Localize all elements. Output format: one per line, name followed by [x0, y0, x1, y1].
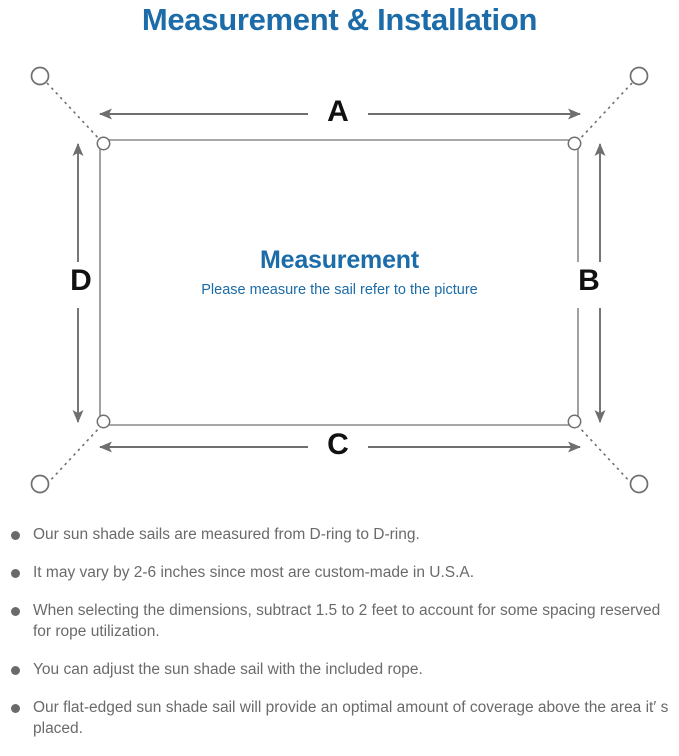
note-text: You can adjust the sun shade sail with t…: [33, 661, 423, 678]
d-ring-top-right: [567, 136, 582, 151]
anchor-post-top-left: [30, 66, 50, 86]
bullet-icon: [11, 531, 20, 540]
note-text: It may vary by 2-6 inches since most are…: [33, 564, 475, 581]
rope-bottom-right: [577, 425, 633, 485]
sail-center-subtitle: Please measure the sail refer to the pic…: [201, 282, 478, 298]
bullet-icon: [11, 704, 20, 713]
dimension-label-a: A: [308, 97, 368, 131]
notes-list: Our sun shade sails are measured from D-…: [0, 524, 679, 756]
page-root: Measurement & Installation: [0, 2, 679, 737]
list-item: It may vary by 2-6 inches since most are…: [0, 562, 679, 583]
rope-top-right: [577, 82, 633, 142]
page-title: Measurement & Installation: [141, 2, 538, 37]
list-item: When selecting the dimensions, subtract …: [0, 600, 679, 642]
d-ring-top-left: [96, 136, 111, 151]
note-text: Our sun shade sails are measured from D-…: [33, 526, 420, 543]
anchor-post-bottom-right: [629, 474, 649, 494]
anchor-post-top-right: [629, 66, 649, 86]
d-ring-bottom-left: [96, 414, 111, 429]
bullet-icon: [11, 666, 20, 675]
anchor-posts: [30, 66, 649, 494]
note-text: Our flat-edged sun shade sail will provi…: [33, 699, 669, 737]
measurement-diagram: Measurement Please measure the sail refe…: [0, 40, 679, 520]
rope-top-left: [46, 82, 102, 142]
list-item: Our flat-edged sun shade sail will provi…: [0, 697, 679, 739]
d-rings: [96, 136, 582, 429]
dimension-label-d: D: [64, 262, 98, 308]
dimension-label-c: C: [308, 430, 368, 464]
list-item: You can adjust the sun shade sail with t…: [0, 659, 679, 680]
anchor-post-bottom-left: [30, 474, 50, 494]
d-ring-bottom-right: [567, 414, 582, 429]
note-text: When selecting the dimensions, subtract …: [33, 602, 661, 640]
bullet-icon: [11, 607, 20, 616]
dimension-label-b: B: [572, 262, 606, 308]
rope-bottom-left: [46, 425, 102, 485]
list-item: Our sun shade sails are measured from D-…: [0, 524, 679, 545]
bullet-icon: [11, 569, 20, 578]
rope-lines: [46, 82, 633, 485]
sail-center-title: Measurement: [260, 246, 419, 274]
